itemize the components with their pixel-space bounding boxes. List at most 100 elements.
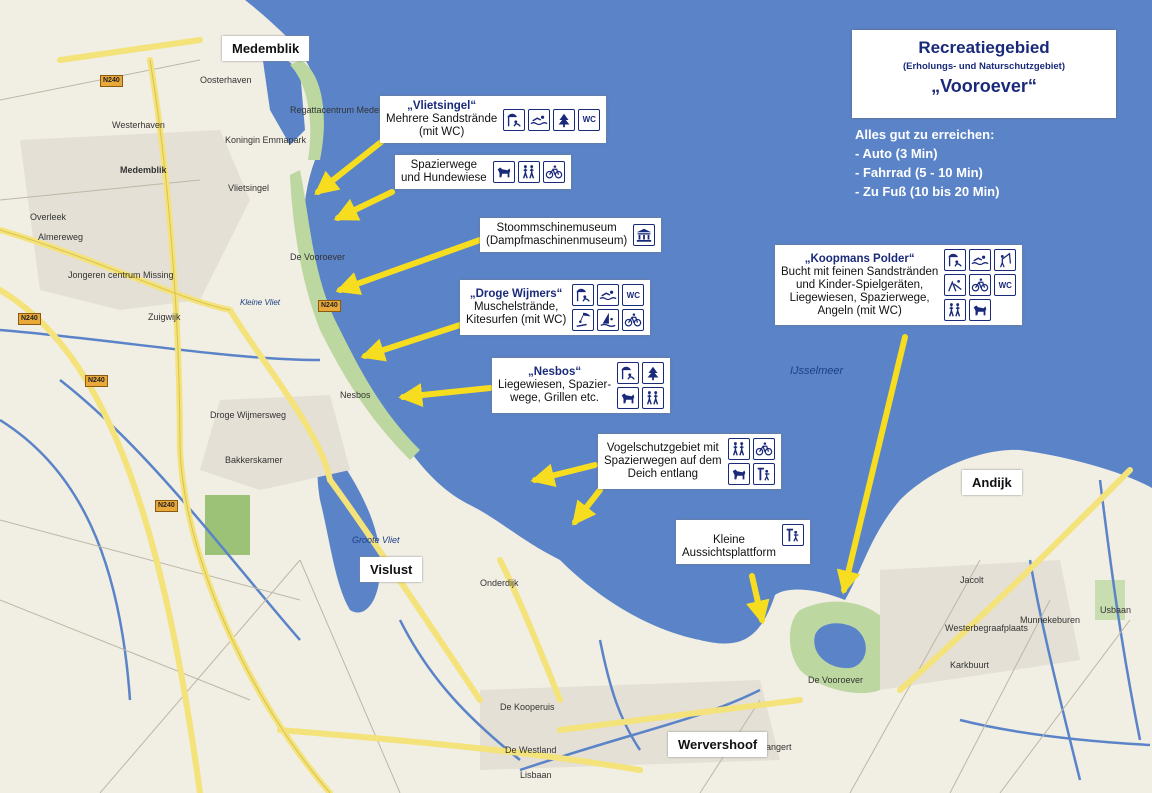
callout-icons	[492, 161, 565, 183]
callout-icons	[727, 438, 775, 485]
place-label: Lisbaan	[520, 770, 552, 780]
callout-spazierwege[interactable]: Spazierwege und Hundewiese	[395, 155, 571, 189]
swimming-icon	[969, 249, 992, 271]
place-label: Oosterhaven	[200, 75, 252, 85]
place-label: Onderdijk	[480, 578, 519, 588]
callout-text: „Nesbos“ Liegewiesen, Spazier- wege, Gri…	[498, 366, 611, 405]
place-label: De Vooroever	[808, 675, 864, 685]
place-label: Usbaan	[1100, 605, 1132, 615]
callout-line: wege, Grillen etc.	[510, 392, 599, 404]
place-label: De Westland	[505, 745, 557, 755]
callout-vlietsingel[interactable]: „Vlietsingel“ Mehrere Sandstrände (mit W…	[380, 96, 607, 143]
town-label-wervershoof: Wervershoof	[668, 732, 768, 757]
callout-aussichtsplattform[interactable]: Kleine Aussichtsplattform	[676, 520, 810, 564]
callout-icons: WC	[572, 284, 645, 331]
callout-icons	[781, 524, 804, 546]
callout-line: Mehrere Sandstrände	[386, 113, 498, 125]
swimming-icon	[597, 284, 620, 306]
title-box: Recreatiegebied (Erholungs- und Natursch…	[852, 30, 1116, 118]
lookout-icon	[752, 463, 775, 485]
bicycle-icon	[542, 161, 565, 183]
callout-line: und Hundewiese	[401, 172, 487, 184]
place-label: Westerhaven	[112, 120, 165, 130]
reach-item: - Fahrrad (5 - 10 Min)	[855, 165, 983, 180]
bicycle-icon	[969, 274, 992, 296]
callout-text: Spazierwege und Hundewiese	[401, 159, 487, 185]
callout-line: Angeln (mit WC)	[817, 304, 902, 317]
place-label: Munnekeburen	[1020, 615, 1081, 625]
place-label: Medemblik	[120, 165, 167, 175]
bicycle-icon	[622, 309, 645, 331]
beach-icon	[572, 284, 595, 306]
callout-icons: WC	[944, 249, 1017, 321]
callout-line: (mit WC)	[418, 126, 465, 138]
kitesurf-icon	[572, 309, 595, 331]
reach-item: - Auto (3 Min)	[855, 146, 938, 161]
lookout-icon	[781, 524, 804, 546]
place-label: Nesbos	[340, 390, 371, 400]
callout-line: Vogelschutzgebiet mit	[606, 442, 719, 454]
callout-museum[interactable]: Stoommschinemuseum (Dampfmaschinenmuseum…	[480, 218, 662, 252]
place-label: Jacolt	[960, 575, 984, 585]
callout-droge-wijmers[interactable]: „Droge Wijmers“ Muschelstrände, Kitesurf…	[460, 280, 651, 335]
callout-title: „Droge Wijmers“	[469, 288, 563, 300]
callout-icons	[617, 362, 665, 409]
callout-koopmans-polder[interactable]: „Koopmans Polder“ Bucht mit feinen Sands…	[775, 245, 1023, 325]
place-label: Droge Wijmersweg	[210, 410, 287, 420]
fishing-icon	[994, 249, 1017, 271]
callout-text: „Droge Wijmers“ Muschelstrände, Kitesurf…	[466, 288, 566, 327]
playground-icon	[944, 274, 967, 296]
callout-icons	[633, 224, 656, 246]
callout-text: Kleine Aussichtsplattform	[682, 534, 776, 560]
area-name: „Vooroever“	[931, 76, 1037, 96]
place-label: Overleek	[30, 212, 67, 222]
subtitle: (Erholungs- und Naturschutzgebiet)	[902, 61, 1066, 72]
place-label: Regattacentrum Medemblik	[290, 105, 401, 115]
beach-icon	[944, 249, 967, 271]
place-label: De Kooperuis	[500, 702, 555, 712]
callout-vogelschutzgebiet[interactable]: Vogelschutzgebiet mit Spazierwegen auf d…	[598, 434, 781, 489]
town-label-vislust: Vislust	[360, 557, 423, 582]
wc-icon: WC	[578, 108, 601, 131]
dog-icon	[617, 387, 640, 409]
road-shield: N240	[318, 300, 341, 312]
hiking-icon	[517, 161, 540, 183]
callout-text: „Koopmans Polder“ Bucht mit feinen Sands…	[781, 253, 938, 318]
title: Recreatiegebied	[918, 38, 1050, 57]
road-shield: N240	[18, 313, 41, 325]
callout-title: „Nesbos“	[528, 366, 582, 378]
swimming-icon	[528, 108, 551, 131]
callout-icons: WC	[503, 108, 601, 131]
place-label: Almereweg	[38, 232, 84, 242]
road-shield: N240	[85, 375, 108, 387]
windsurf-icon	[597, 309, 620, 331]
place-label: Bangert	[760, 742, 792, 752]
callout-line: Liegewiesen, Spazier-	[498, 379, 612, 391]
forest-icon	[642, 362, 665, 384]
callout-title: „Vlietsingel“	[407, 100, 477, 112]
hiking-icon	[642, 387, 665, 409]
place-label: Zuigwijk	[148, 312, 181, 322]
water-label: Groote Vliet	[352, 535, 400, 545]
callout-line: Kleine	[712, 534, 745, 546]
dog-icon	[727, 463, 750, 485]
reach-heading: Alles gut zu erreichen:	[855, 127, 995, 142]
callout-nesbos[interactable]: „Nesbos“ Liegewiesen, Spazier- wege, Gri…	[492, 358, 671, 413]
place-label: Koningin Emmapark	[225, 135, 307, 145]
dog-icon	[492, 161, 515, 183]
place-label: Jongeren centrum Missing	[68, 270, 174, 280]
place-label: Karkbuurt	[950, 660, 990, 670]
callout-line: (Dampfmaschinenmuseum)	[486, 235, 628, 247]
callout-text: Stoommschinemuseum (Dampfmaschinenmuseum…	[486, 222, 627, 248]
callout-line: Deich entlang	[627, 468, 698, 480]
place-label: Westerbegraafplaats	[945, 623, 1028, 633]
callout-line: Stoommschinemuseum	[496, 222, 617, 234]
hiking-icon	[727, 438, 750, 460]
water-label: Kleine Vliet	[240, 298, 281, 307]
hiking-icon	[944, 299, 967, 321]
callout-line: Aussichtsplattform	[682, 547, 776, 559]
museum-icon	[633, 224, 656, 246]
callout-text: „Vlietsingel“ Mehrere Sandstrände (mit W…	[386, 100, 497, 139]
callout-line: Spazierwege	[410, 159, 478, 171]
